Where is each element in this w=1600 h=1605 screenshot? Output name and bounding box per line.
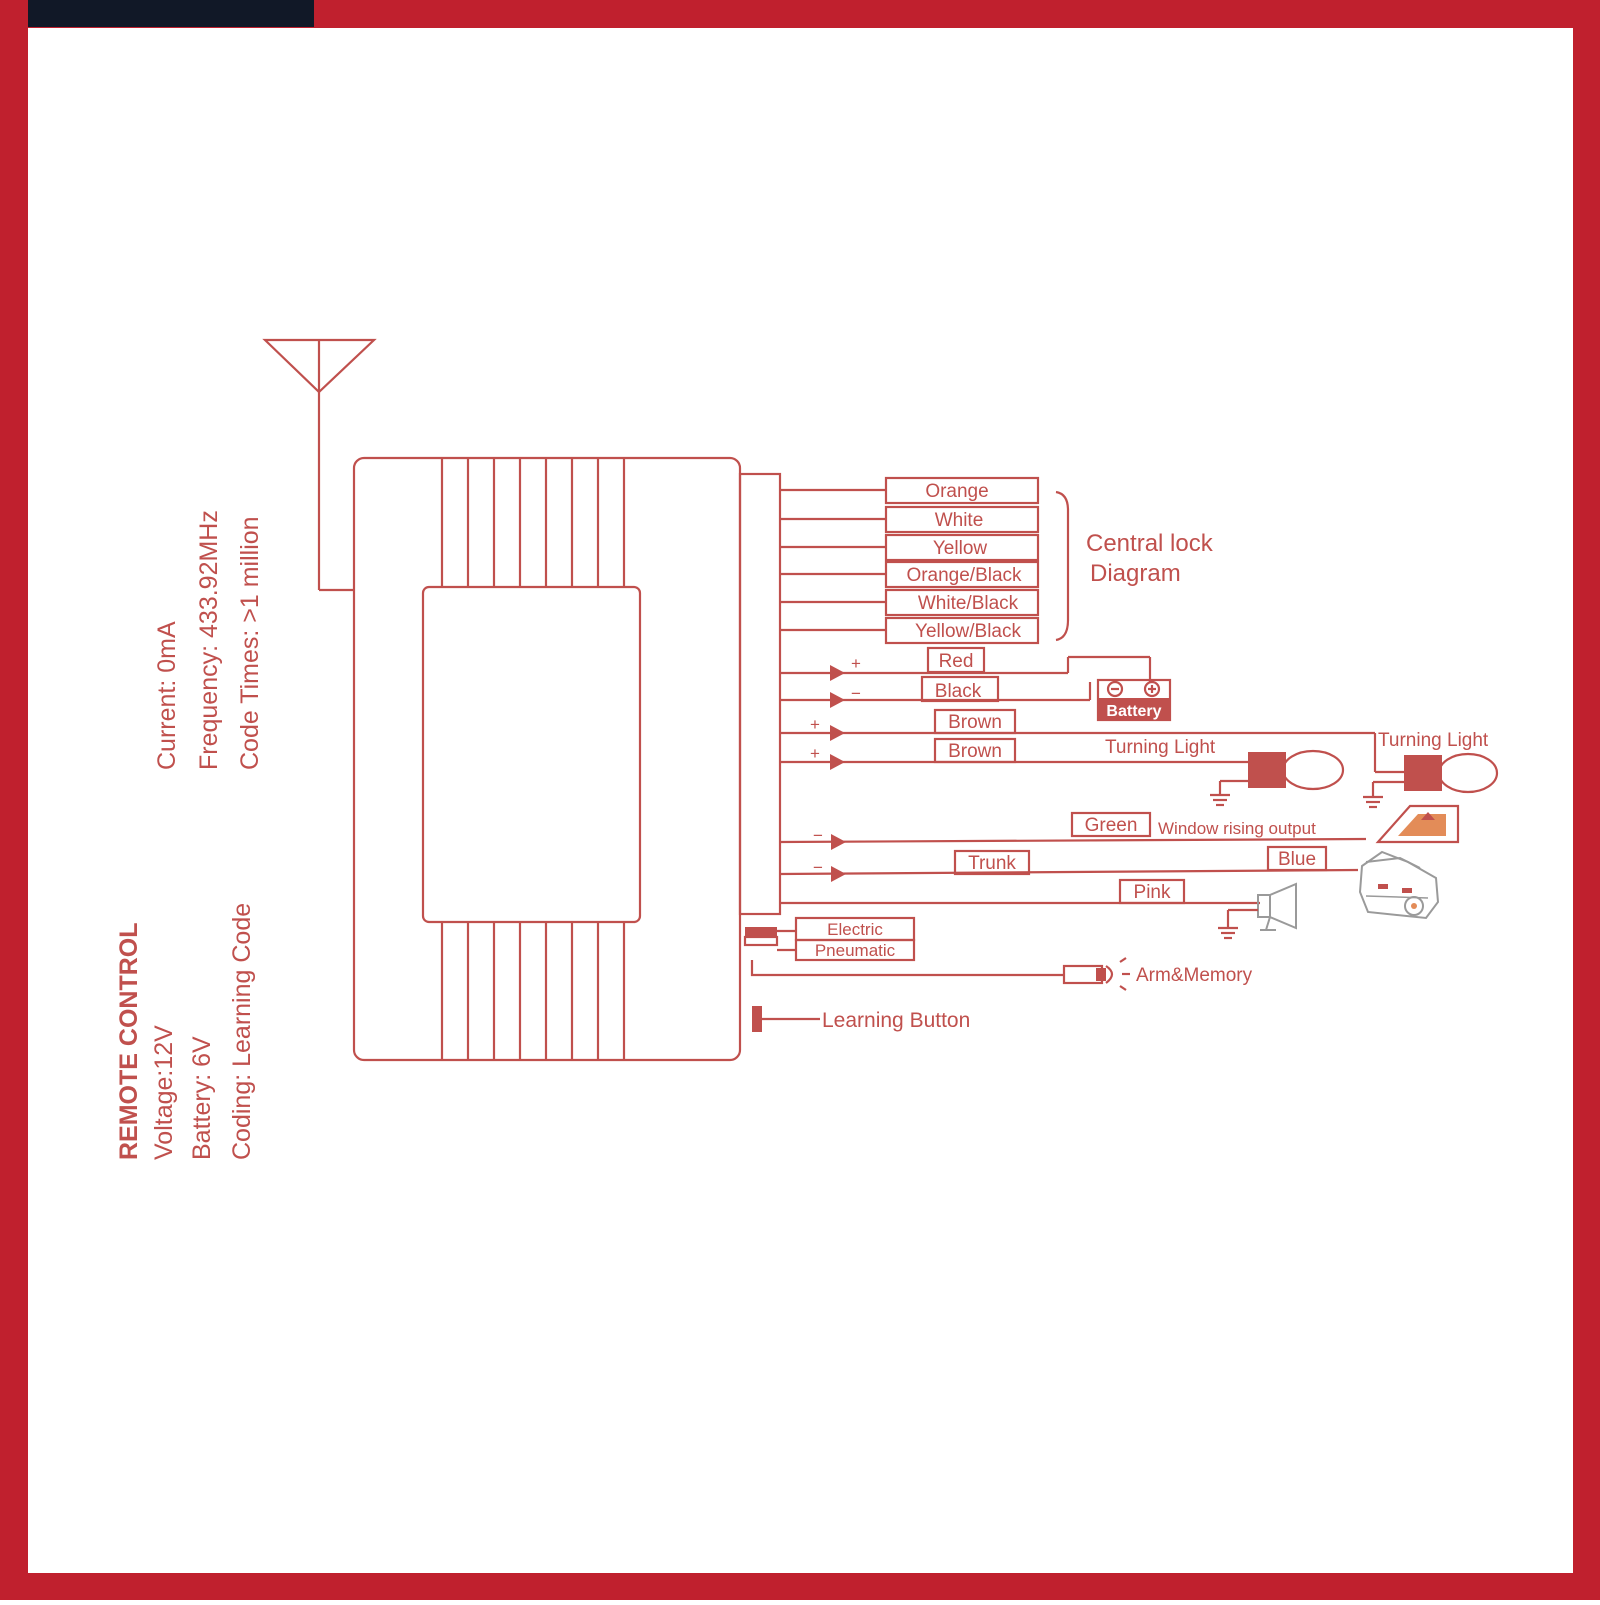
spec-coding: Coding: Learning Code (228, 903, 256, 1160)
wire-label-pink: Pink (1134, 882, 1171, 903)
wire-box-orange-black (884, 560, 1040, 589)
wire-label-black: Black (935, 681, 982, 702)
arm-memory-wire: Arm&Memory (750, 957, 1253, 991)
wire-box-black (920, 675, 1000, 703)
central-lock-wires: Orange White Yellow Orange/Black White/B… (780, 476, 1214, 645)
wire-box-yellow-black (884, 616, 1040, 645)
wire-box-orange (884, 476, 1040, 505)
wire-box-blue (1266, 845, 1328, 872)
arrow-icon (830, 665, 845, 681)
wire-box-red (926, 646, 986, 674)
output-wires: − − Green Window rising output Trunk Blu… (779, 804, 1460, 940)
brown2-polarity: + (810, 744, 820, 763)
turning-light-label-right: Turning Light (1378, 730, 1489, 751)
central-lock-brace (1055, 490, 1070, 642)
wire-label-blue: Blue (1278, 849, 1316, 870)
siren-horn-icon (1218, 882, 1297, 940)
wire-label-green: Green (1085, 815, 1138, 836)
learning-button-label: Learning Button (822, 1009, 970, 1032)
arrow-icon (831, 866, 846, 882)
spec-frequency: Frequency: 433.92MHz (195, 510, 223, 770)
white-panel (28, 28, 1573, 1573)
svg-text:Battery: 6V: Battery: 6V (188, 1036, 216, 1160)
pneumatic-box (794, 938, 916, 962)
wire-box-white-black (884, 588, 1040, 617)
antenna-icon (262, 338, 377, 592)
svg-text:Code Times: >1 million: Code Times: >1 million (236, 516, 264, 770)
black-polarity: − (851, 684, 861, 703)
control-unit-bottom-ribs (440, 922, 626, 1060)
spec-code-times: Code Times: >1 million (236, 516, 264, 770)
wire-label-yellow-black: Yellow/Black (915, 621, 1021, 642)
brown1-polarity: + (810, 715, 820, 734)
spec-voltage: Voltage:12V (150, 1025, 178, 1160)
wire-label-white: White (935, 510, 984, 531)
electric-label: Electric (827, 920, 883, 939)
power-wires: + − Red Black Battery (780, 646, 1172, 722)
wire-box-brown1 (933, 708, 1017, 735)
wire-connector (738, 472, 782, 916)
frame-corner-bar (28, 0, 314, 27)
wire-label-trunk: Trunk (968, 853, 1016, 874)
turning-light-right-icon (1363, 752, 1499, 809)
arm-memory-label: Arm&Memory (1136, 965, 1253, 986)
wire-box-pink (1118, 878, 1186, 905)
control-unit-top-ribs (440, 458, 626, 587)
central-lock-label-line1: Central lock (1086, 530, 1214, 557)
wire-box-green (1070, 811, 1152, 838)
wire-box-white (884, 505, 1040, 534)
learning-button-wire: Learning Button (752, 1006, 970, 1032)
spec-current: Current: 0mA (153, 621, 181, 770)
wire-label-orange-black: Orange/Black (906, 565, 1022, 586)
svg-text:Voltage:12V: Voltage:12V (150, 1025, 178, 1160)
spec-title: REMOTE CONTROL (115, 923, 143, 1161)
wire-label-red: Red (939, 651, 974, 672)
svg-text:Frequency: 433.92MHz: Frequency: 433.92MHz (195, 510, 223, 770)
svg-text:Current: 0mA: Current: 0mA (153, 621, 181, 770)
turning-light-label-left: Turning Light (1105, 737, 1216, 758)
lock-type-selector: Electric Pneumatic (743, 916, 916, 962)
green-polarity: − (813, 826, 823, 845)
wire-label-brown1: Brown (948, 712, 1002, 733)
svg-text:REMOTE CONTROL: REMOTE CONTROL (115, 923, 143, 1161)
car-trunk-icon (1358, 850, 1440, 920)
spec-battery: Battery: 6V (188, 1036, 216, 1160)
wire-label-brown2: Brown (948, 741, 1002, 762)
trunk-polarity: − (813, 858, 823, 877)
pneumatic-label: Pneumatic (815, 941, 896, 960)
wire-label-white-black: White/Black (918, 593, 1019, 614)
arrow-icon (831, 834, 846, 850)
learning-button-icon (752, 1006, 762, 1032)
central-lock-label-line2: Diagram (1090, 560, 1181, 587)
battery-icon: Battery (1096, 678, 1172, 722)
window-icon (1375, 804, 1460, 844)
red-polarity: + (851, 654, 861, 673)
wire-box-yellow (884, 533, 1040, 562)
arrow-icon (830, 754, 845, 770)
control-unit-chip (421, 585, 642, 924)
led-icon (1119, 957, 1130, 991)
window-output-label: Window rising output (1158, 819, 1316, 838)
turning-light-left-icon (1210, 749, 1345, 807)
wire-label-orange: Orange (925, 481, 988, 502)
arrow-icon (830, 725, 845, 741)
svg-text:Coding: Learning Code: Coding: Learning Code (228, 903, 256, 1160)
wire-box-brown2 (933, 737, 1017, 764)
wire-box-trunk (953, 849, 1031, 876)
control-unit (352, 456, 782, 1062)
battery-label: Battery (1106, 703, 1161, 720)
wire-label-yellow: Yellow (933, 538, 988, 559)
arrow-icon (830, 692, 845, 708)
turning-light-wires: + + Brown Brown Turning Light Turning Li… (780, 708, 1499, 809)
